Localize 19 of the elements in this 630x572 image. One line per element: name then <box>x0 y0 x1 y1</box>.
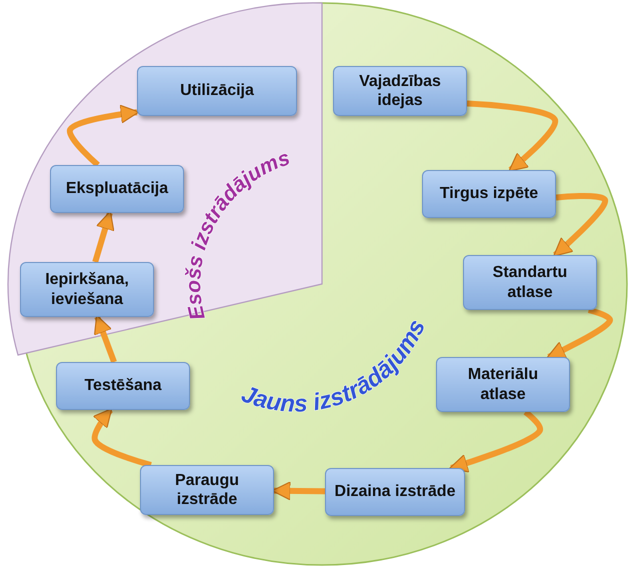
arrow <box>66 104 140 168</box>
process-box: Testēšana <box>56 362 190 410</box>
process-box: Vajadzības idejas <box>333 66 467 116</box>
process-box: Dizaina izstrāde <box>325 468 465 516</box>
arrow <box>94 314 117 364</box>
arrow <box>448 410 543 472</box>
arrow <box>272 481 326 500</box>
arrow <box>92 210 114 263</box>
arrow <box>546 307 613 360</box>
arrow <box>92 408 152 468</box>
process-box: Standartu atlase <box>463 255 597 310</box>
arrow <box>553 193 608 258</box>
process-box: Iepirkšana, ieviešana <box>20 262 154 317</box>
process-box: Paraugu izstrāde <box>140 465 274 515</box>
process-box: Utilizācija <box>137 66 297 116</box>
process-box: Tirgus izpēte <box>422 170 556 218</box>
process-box: Ekspluatācija <box>50 165 184 213</box>
process-box: Materiālu atlase <box>436 357 570 412</box>
arrow <box>466 100 558 172</box>
